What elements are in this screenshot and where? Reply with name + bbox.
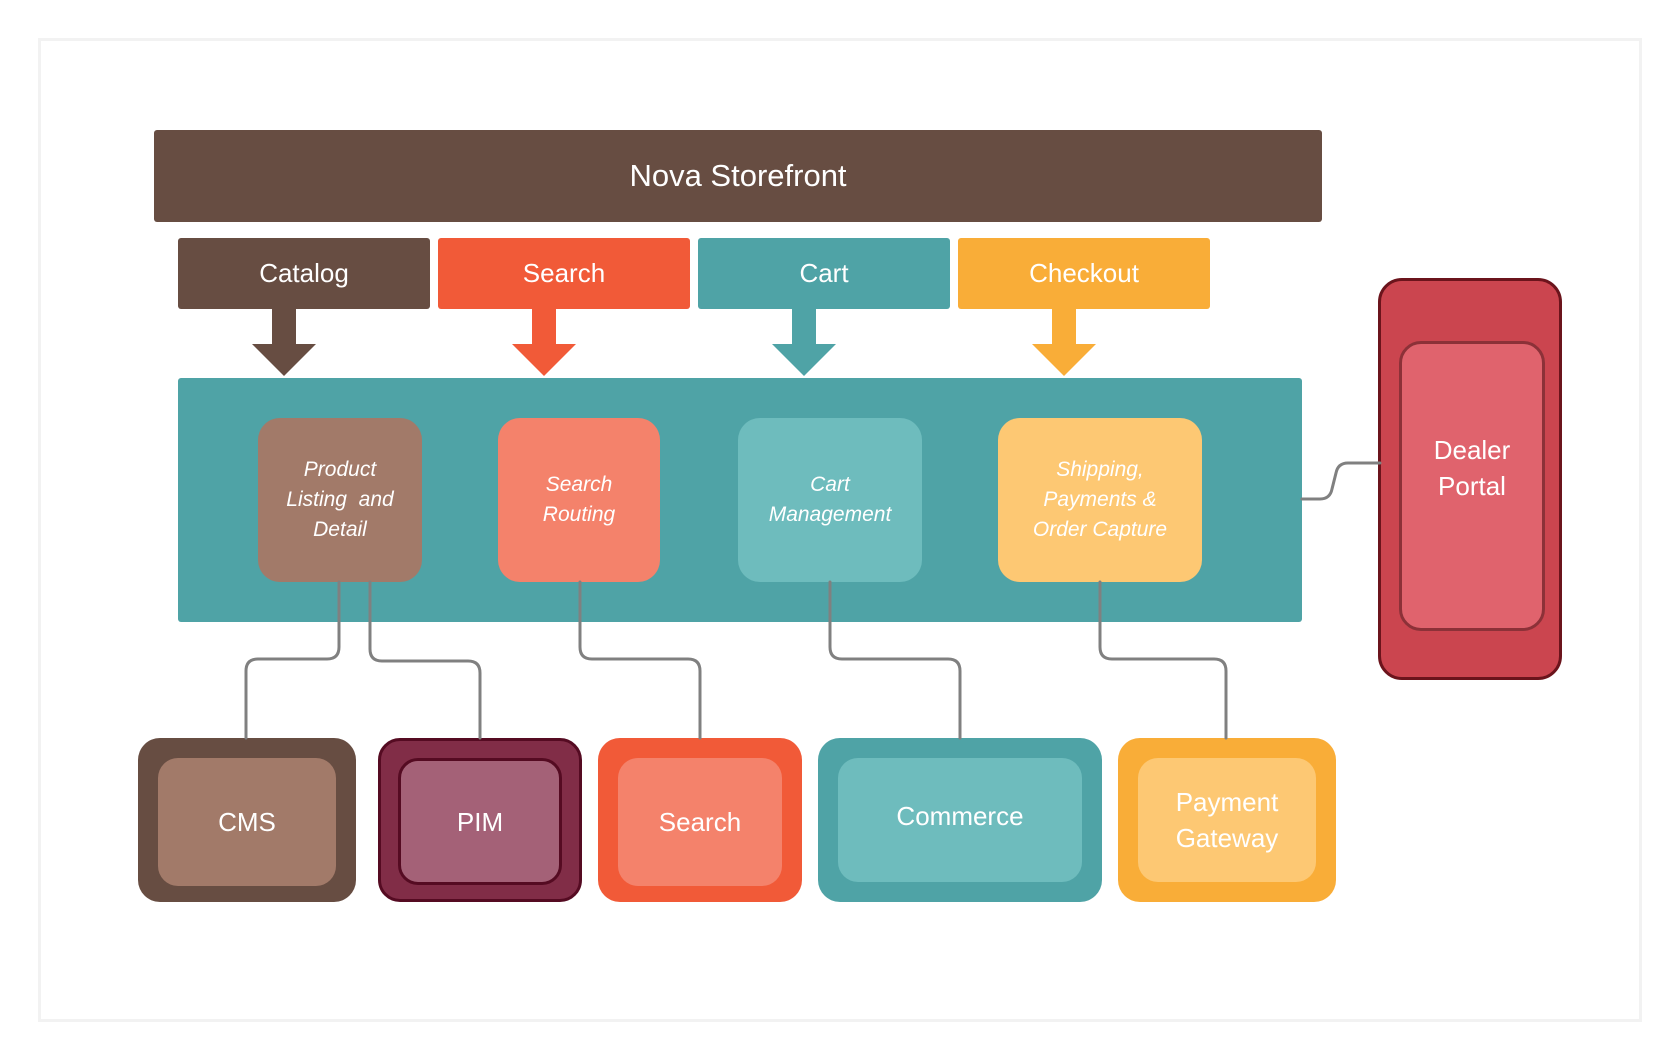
module-label-line: Cart [810, 473, 850, 496]
channel-label: Catalog [259, 258, 349, 288]
arrow-down-icon [252, 309, 316, 376]
channel-catalog[interactable]: Catalog [178, 238, 430, 309]
module-label-line: Product [303, 458, 377, 481]
connector-product-pim [368, 580, 482, 740]
connector-search-routing-search [578, 580, 702, 740]
system-label: Commerce [896, 801, 1024, 831]
module-label-line: Shipping, [1056, 458, 1144, 481]
system-pim[interactable]: PIM [378, 738, 582, 902]
connector-panel-dealer [1300, 461, 1382, 501]
module-product-listing[interactable]: Product Listing and Detail [258, 418, 422, 582]
system-payment-gateway[interactable]: Payment Gateway [1118, 738, 1336, 902]
module-label-line: Search [545, 473, 613, 496]
system-commerce-inner: Commerce [838, 758, 1082, 882]
channel-search[interactable]: Search [438, 238, 690, 309]
arrow-down-icon [772, 309, 836, 376]
arrow-down-icon [1032, 309, 1096, 376]
channel-cart[interactable]: Cart [698, 238, 950, 309]
connector-cart-commerce [828, 580, 962, 740]
dealer-portal-inner: Dealer Portal [1399, 341, 1545, 631]
module-label-line: Payments & [1043, 488, 1157, 511]
dealer-portal-label-line: Portal [1438, 471, 1506, 501]
module-label-line: Management [768, 503, 892, 526]
channel-label: Cart [799, 258, 849, 288]
module-label-line: Order Capture [1032, 518, 1168, 541]
storefront-header[interactable]: Nova Storefront [154, 130, 1322, 222]
system-label: Search [658, 807, 742, 837]
system-commerce[interactable]: Commerce [818, 738, 1102, 902]
system-search-inner: Search [618, 758, 782, 886]
connector-product-cms [244, 580, 341, 740]
system-cms-inner: CMS [158, 758, 336, 886]
connector-checkout-payment [1098, 580, 1228, 740]
system-cms[interactable]: CMS [138, 738, 356, 902]
system-pim-inner: PIM [398, 758, 562, 885]
module-label-line: Routing [542, 503, 616, 526]
system-label-line: Gateway [1175, 823, 1279, 853]
system-label-line: Payment [1175, 787, 1279, 817]
arrow-down-icon [512, 309, 576, 376]
system-search[interactable]: Search [598, 738, 802, 902]
dealer-portal-label-line: Dealer [1433, 435, 1511, 465]
system-label: CMS [218, 807, 276, 837]
channel-label: Search [522, 258, 606, 288]
module-label-line: Detail [313, 518, 367, 541]
module-shipping-payments[interactable]: Shipping, Payments & Order Capture [998, 418, 1202, 582]
module-search-routing[interactable]: Search Routing [498, 418, 660, 582]
module-label-line: Listing and [286, 488, 394, 511]
module-cart-management[interactable]: Cart Management [738, 418, 922, 582]
dealer-portal[interactable]: Dealer Portal [1378, 278, 1562, 680]
system-label: PIM [456, 806, 504, 837]
channel-label: Checkout [1029, 258, 1139, 288]
storefront-title: Nova Storefront [629, 158, 847, 193]
channel-checkout[interactable]: Checkout [958, 238, 1210, 309]
system-payment-gateway-inner: Payment Gateway [1138, 758, 1316, 882]
